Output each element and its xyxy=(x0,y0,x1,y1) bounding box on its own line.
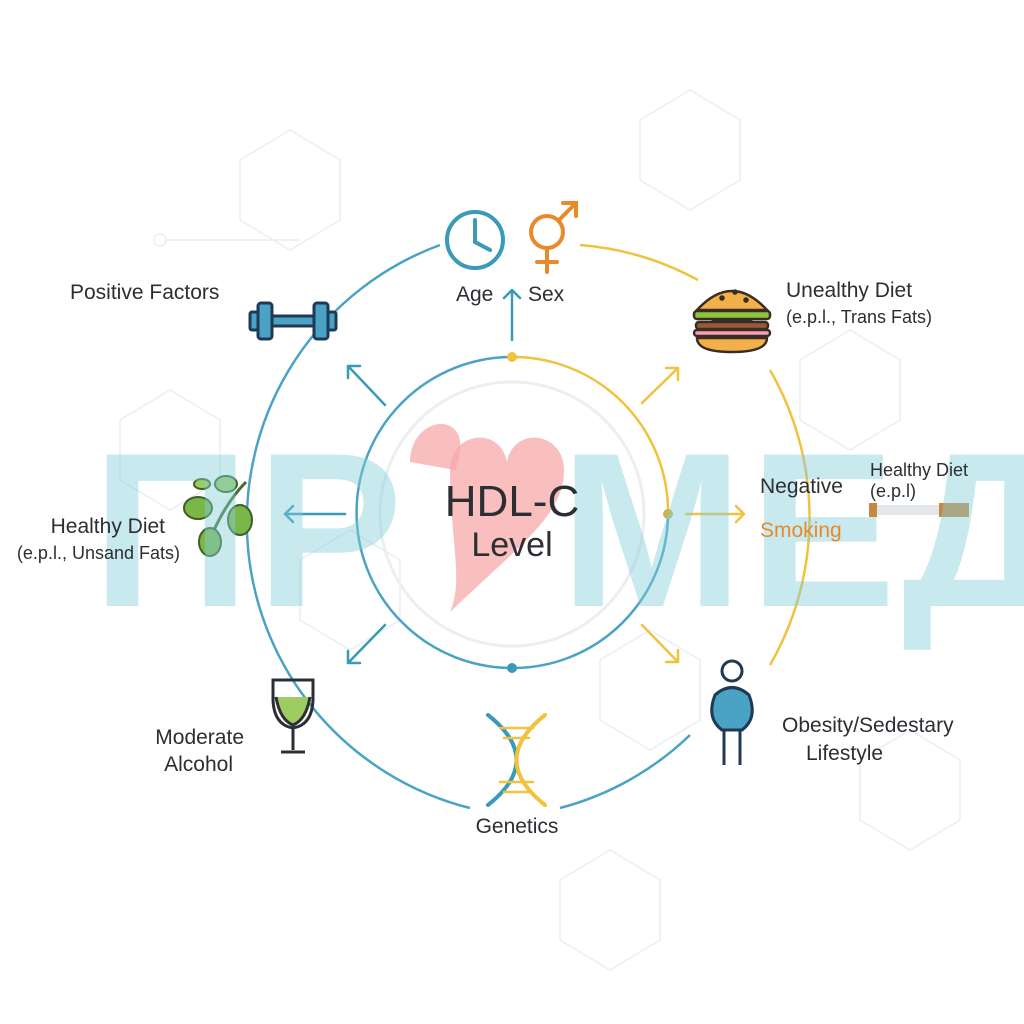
olive-branch-icon xyxy=(183,475,253,557)
arrows xyxy=(283,288,746,665)
label-moderate-alcohol-1: Moderate xyxy=(155,726,244,749)
label-negative: Negative xyxy=(760,475,843,498)
label-smoking: Smoking xyxy=(760,519,842,542)
person-icon xyxy=(710,659,754,765)
label-moderate-alcohol-2: Alcohol xyxy=(164,753,233,776)
gender-icon xyxy=(529,201,578,274)
label-obesity-1: Obesity/Sedestary xyxy=(782,714,954,737)
dumbbell-icon xyxy=(248,301,338,341)
watermark-left: ПР xyxy=(92,407,409,653)
ring-node-bottom xyxy=(507,663,517,673)
outer-ring xyxy=(245,243,811,810)
center-subtitle: Level xyxy=(471,526,553,564)
cigarette-icon xyxy=(869,503,969,517)
watermark-right: МЕД xyxy=(560,407,1024,653)
label-healthy-diet-left: Healthy Diet xyxy=(50,515,165,538)
center-title: HDL-C xyxy=(444,477,580,526)
wine-glass-icon xyxy=(271,678,315,754)
label-genetics: Genetics xyxy=(475,815,559,838)
label-positive-factors: Positive Factors xyxy=(70,281,220,304)
label-age: Age xyxy=(456,283,494,306)
ring-node-top xyxy=(507,352,517,362)
inner-ring xyxy=(355,355,670,670)
label-sex: Sex xyxy=(528,283,565,306)
dna-icon xyxy=(486,713,547,807)
label-unhealthy-diet-example: (e.p.l., Trans Fats) xyxy=(786,307,933,327)
label-healthy-diet-right-example: (e.p.l) xyxy=(870,481,917,501)
label-obesity-2: Lifestyle xyxy=(806,742,884,765)
heart-icon xyxy=(450,437,564,612)
label-healthy-diet-left-example: (e.p.l., Unsand Fats) xyxy=(16,543,180,563)
ring-node-right xyxy=(663,509,673,519)
label-unhealthy-diet: Unealthy Diet xyxy=(786,279,913,302)
burger-icon xyxy=(692,289,772,354)
label-healthy-diet-right: Healthy Diet xyxy=(870,460,969,480)
clock-icon xyxy=(445,210,505,270)
